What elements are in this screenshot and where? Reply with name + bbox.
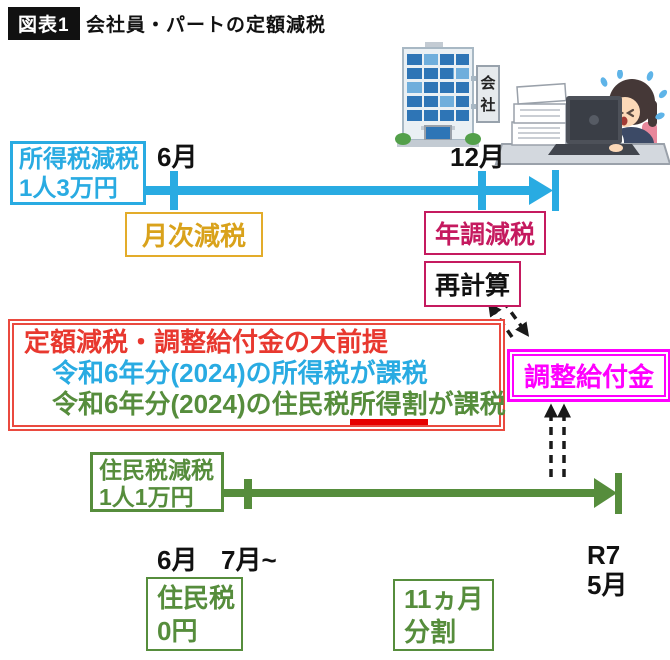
label-r7: R7	[587, 540, 621, 570]
building-roof	[425, 42, 443, 49]
label-r7-may: R7 5月	[587, 540, 627, 600]
recalculation-box: 再計算	[424, 261, 522, 307]
resident-tax-label-box: 住民税減税 1人1万円	[90, 452, 224, 512]
stressed-worker-illustration	[494, 70, 670, 165]
blue-arrowhead	[529, 176, 553, 205]
figure-number-badge: 図表1	[8, 7, 80, 40]
resident-tax-timeline	[216, 473, 622, 514]
window-grid-lines	[422, 54, 456, 121]
company-sign-char-1: 会	[480, 74, 495, 92]
paper-stack	[511, 82, 567, 146]
resident-zero-box: 住民税 0円	[146, 577, 243, 651]
income-tax-line2: 1人3万円	[19, 175, 118, 202]
resident-tax-line2: 1人1万円	[99, 484, 194, 510]
premise-line1: 定額減税・調整給付金の大前提	[24, 327, 389, 357]
yearend-reduction-box: 年調減税	[424, 211, 547, 255]
income-tax-timeline	[128, 170, 559, 211]
resident-tax-line1: 住民税減税	[99, 457, 214, 483]
label-may: 5月	[587, 570, 628, 600]
premise-box: 定額減税・調整給付金の大前提 令和6年分(2024)の所得税が課税 令和6年分(…	[8, 319, 506, 431]
premise-line3-prefix: 令和6年分(2024)の住民税	[52, 389, 350, 419]
label-december-income: 12月	[450, 142, 505, 172]
bush-right	[465, 133, 481, 145]
zero-box-line2: 0円	[157, 616, 198, 646]
figure-title: 会社員・パートの定額減税	[86, 15, 327, 36]
label-june-resident: 6月	[157, 545, 198, 575]
zero-box-line1: 住民税	[157, 583, 236, 613]
company-sign-char-2: 社	[479, 96, 495, 114]
blue-tick-december	[478, 171, 486, 210]
building-window-highlights	[407, 54, 469, 107]
worker-mouth	[620, 116, 628, 126]
premise-line3: 令和6年分(2024)の住民税所得割が課税	[24, 389, 506, 425]
monthly-reduction-box: 月次減税	[125, 212, 264, 257]
label-june-income: 6月	[157, 142, 198, 172]
premise-line2: 令和6年分(2024)の所得税が課税	[52, 358, 428, 388]
worker-hand	[609, 144, 623, 152]
blue-tick-june	[170, 171, 178, 210]
blue-end-bar	[552, 170, 559, 211]
split-payment-box: 11ヵ月 分割	[393, 579, 494, 651]
split-box-line2: 分割	[404, 617, 457, 647]
office-building-illustration: 会 社	[395, 42, 500, 147]
green-arrowhead	[594, 478, 617, 508]
adjustment-benefit-label: 調整給付金	[512, 354, 667, 397]
income-tax-line1: 所得税減税	[19, 146, 139, 173]
premise-line3-underlined: 所得割	[349, 389, 428, 425]
income-tax-label-box: 所得税減税 1人3万円	[10, 141, 146, 205]
sweat-drops	[600, 70, 668, 120]
premise-line3-suffix: が課税	[427, 389, 506, 419]
building-base	[397, 140, 479, 147]
split-box-line1: 11ヵ月	[404, 584, 484, 614]
green-tick-june	[244, 479, 252, 509]
green-end-bar	[615, 473, 622, 514]
adjustment-benefit-box: 調整給付金	[507, 349, 670, 402]
bush-left	[395, 133, 411, 145]
company-sign	[476, 65, 500, 123]
label-july-resident: 7月~	[221, 545, 277, 575]
